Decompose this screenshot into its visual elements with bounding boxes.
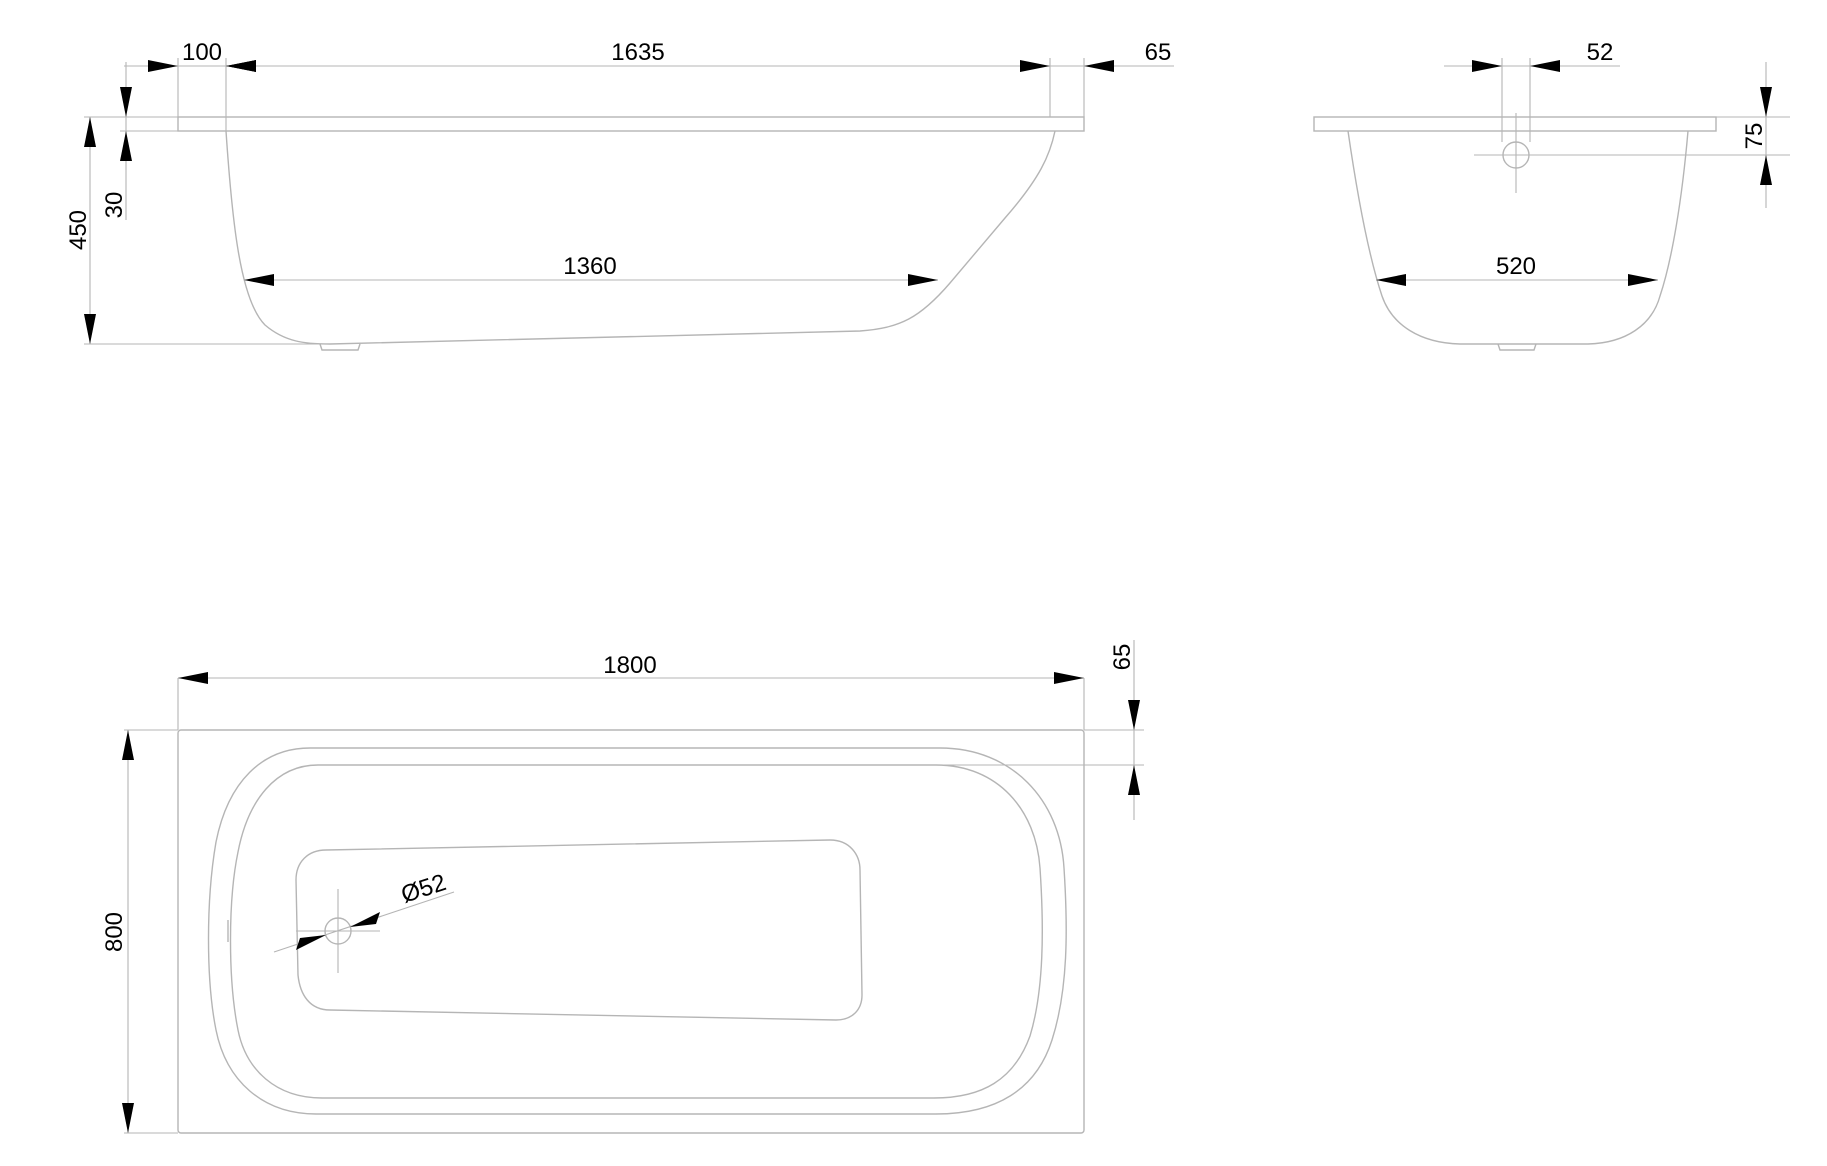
plan-view-inner-rim	[207, 747, 1067, 1115]
side-view-foot	[319, 343, 361, 351]
dim-waste-height: 75	[1741, 123, 1768, 150]
dim-length-top: 1635	[611, 39, 664, 66]
dim-waste-offset: 52	[1587, 39, 1614, 66]
plan-view-basin	[229, 764, 1043, 1099]
end-view-body	[1347, 130, 1689, 345]
side-view-rim	[177, 116, 1085, 132]
dim-rim-right: 65	[1145, 39, 1172, 66]
plan-view-outer-rim	[177, 729, 1085, 1134]
dim-bottom-length: 1360	[563, 253, 616, 280]
dim-overall-length: 1800	[603, 652, 656, 679]
dim-rim-width: 65	[1109, 644, 1136, 671]
dim-waste-diameter: Ø52	[398, 869, 449, 909]
plan-view: Ø52 1800 800 65	[101, 640, 1144, 1134]
plan-view-floor	[295, 839, 863, 1021]
dim-overall-width: 800	[101, 912, 128, 952]
side-view-body	[225, 130, 1056, 345]
dim-bottom-width: 520	[1496, 253, 1536, 280]
dim-total-height: 450	[65, 210, 92, 250]
side-view: 100 1635 65 450 30 1360	[65, 39, 1174, 351]
end-view-foot	[1497, 343, 1537, 351]
dim-rim-thickness: 30	[101, 192, 128, 219]
end-view-rim	[1313, 116, 1717, 132]
end-view: 52 75 520	[1313, 39, 1790, 351]
dim-rim-left: 100	[182, 39, 222, 66]
